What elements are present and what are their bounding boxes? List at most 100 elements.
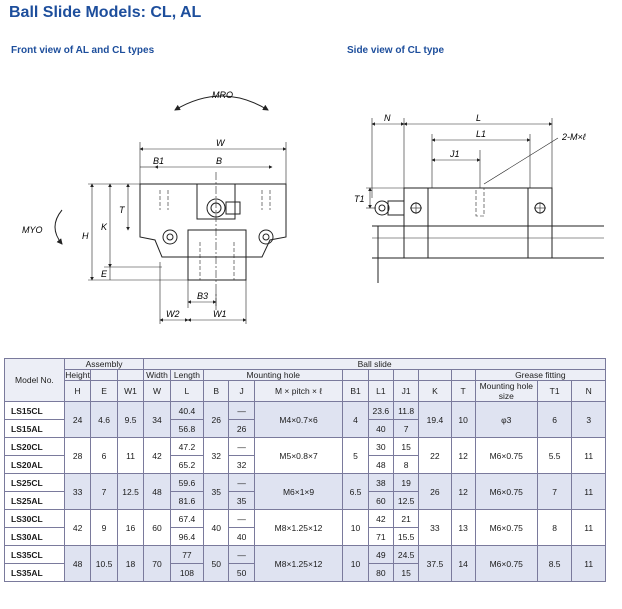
moment-roll-arrow (174, 95, 269, 111)
cell-l-cl: 40.4 (169, 401, 205, 420)
model-cl: LS20CL (4, 437, 65, 456)
side-view-caption: Side view of CL type (347, 45, 445, 56)
sym-k: K (418, 380, 452, 402)
cell-l-al: 108 (169, 563, 205, 582)
cell-j-cl: — (228, 473, 255, 492)
cell-t1: 5.5 (536, 437, 573, 474)
cell-l1-al: 60 (367, 491, 394, 510)
cell-n: 11 (571, 545, 606, 582)
t1-label: T1 (354, 194, 365, 204)
w2-label: W2 (166, 309, 180, 319)
cell-l1-cl: 49 (367, 545, 394, 564)
cell-mpl: M8×1.25×12 (253, 509, 344, 546)
slide-body (139, 183, 287, 258)
cell-j-al: 32 (228, 455, 255, 474)
cell-b: 40 (203, 509, 230, 546)
cell-j1-cl: 21 (392, 509, 420, 528)
sym-b: B (203, 380, 230, 402)
cell-w: 34 (143, 401, 171, 438)
k-label: K (101, 222, 108, 232)
cell-b: 26 (203, 401, 230, 438)
sym-grease-size: Mounting hole size (474, 380, 538, 402)
model-al: LS35AL (4, 563, 65, 582)
cell-j-al: 50 (228, 563, 255, 582)
cell-w1: 12.5 (116, 473, 145, 510)
b1-label: B1 (153, 156, 164, 166)
cell-n: 11 (571, 473, 606, 510)
cell-j-cl: — (228, 437, 255, 456)
ball-slide-header: Ball slide (143, 358, 606, 370)
sym-e: E (90, 380, 118, 402)
cell-h: 24 (63, 401, 92, 438)
cell-b1: 10 (342, 509, 369, 546)
cell-grease: φ3 (474, 401, 538, 438)
cell-j-al: 40 (228, 527, 255, 546)
cell-l-al: 96.4 (169, 527, 205, 546)
symbol-row: H E W1 W L B J M × pitch × ℓ B1 L1 J1 K … (5, 380, 606, 402)
sym-mpl: M × pitch × ℓ (253, 380, 344, 402)
cell-w: 48 (143, 473, 171, 510)
cell-n: 11 (571, 437, 606, 474)
cell-j1-cl: 19 (392, 473, 420, 492)
cell-k: 33 (418, 509, 452, 546)
b-label: B (216, 156, 222, 166)
cell-k: 19.4 (418, 401, 452, 438)
cell-b1: 10 (342, 545, 369, 582)
cell-b: 32 (203, 437, 230, 474)
sym-h: H (63, 380, 92, 402)
cell-k: 26 (418, 473, 452, 510)
cell-l-cl: 67.4 (169, 509, 205, 528)
cell-n: 3 (571, 401, 606, 438)
slide-body-side (403, 187, 553, 259)
cell-j1-al: 8 (392, 455, 420, 474)
sym-t: T (450, 380, 476, 402)
model-cl: LS15CL (4, 401, 65, 420)
t-label: T (119, 205, 126, 215)
cell-j1-al: 15 (392, 563, 420, 582)
cell-j1-al: 15.5 (392, 527, 420, 546)
cell-k: 37.5 (418, 545, 452, 582)
cell-t1: 8 (536, 509, 573, 546)
cell-h: 48 (63, 545, 92, 582)
cell-l1-cl: 23.6 (367, 401, 394, 420)
b3-label: B3 (197, 291, 208, 301)
cell-b: 50 (203, 545, 230, 582)
front-view-drawing: MRO MYO W B B1 T K H E B3 W2 W1 (22, 90, 287, 324)
cell-t: 13 (450, 509, 476, 546)
moment-yaw-arrow (54, 209, 63, 245)
model-al: LS25AL (4, 491, 65, 510)
cell-l1-al: 71 (367, 527, 394, 546)
cell-j1-cl: 15 (392, 437, 420, 456)
model-al: LS30AL (4, 527, 65, 546)
cell-e: 10.5 (90, 545, 118, 582)
sym-b1: B1 (342, 380, 369, 402)
width-header: Width (143, 369, 171, 381)
cell-l1-al: 48 (367, 455, 394, 474)
cell-l1-cl: 42 (367, 509, 394, 528)
cell-l-al: 65.2 (169, 455, 205, 474)
cell-mpl: M4×0.7×6 (253, 401, 344, 438)
cell-j-al: 35 (228, 491, 255, 510)
cell-t1: 7 (536, 473, 573, 510)
cell-w1: 18 (116, 545, 145, 582)
myo-label: MYO (22, 225, 43, 235)
cell-j-cl: — (228, 545, 255, 564)
cell-t1: 8.5 (536, 545, 573, 582)
sym-t1: T1 (536, 380, 573, 402)
cell-e: 7 (90, 473, 118, 510)
cell-w: 42 (143, 437, 171, 474)
height-header: Height (63, 369, 92, 381)
model-cl: LS30CL (4, 509, 65, 528)
cell-l-cl: 77 (169, 545, 205, 564)
cell-e: 9 (90, 509, 118, 546)
cell-w1: 16 (116, 509, 145, 546)
grease-header: Grease fitting (474, 369, 607, 381)
cell-w1: 9.5 (116, 401, 145, 438)
side-view-drawing: N L L1 J1 2-M×ℓ T1 (354, 113, 604, 283)
w-label: W (216, 138, 226, 148)
